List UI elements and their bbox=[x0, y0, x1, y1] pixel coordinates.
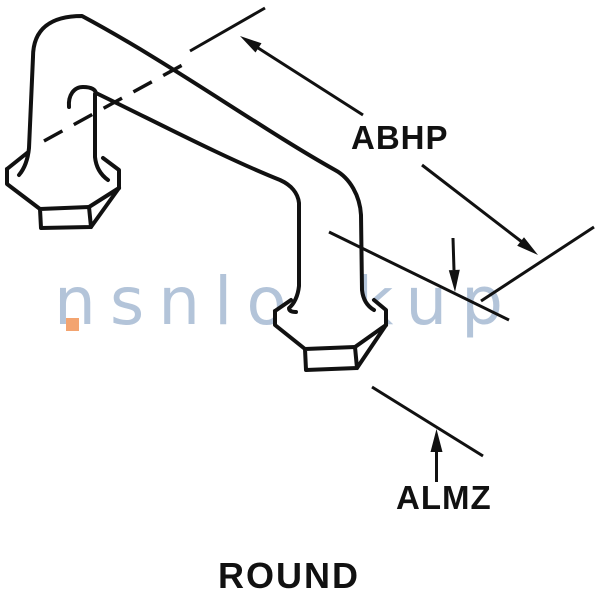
hex-right-nw-edge bbox=[273, 298, 293, 313]
hex-right-right-facet-top bbox=[353, 323, 388, 349]
hidden-edge-dashed-line bbox=[43, 61, 187, 143]
abhp-dimension-line-upper bbox=[254, 44, 364, 117]
almz-extension-line-upper bbox=[328, 230, 510, 322]
almz-down-arrowhead-icon bbox=[448, 269, 460, 292]
hex-base-left bbox=[5, 151, 121, 230]
hex-left-right-facet-top bbox=[87, 186, 121, 209]
occlusion-fills bbox=[7, 16, 386, 370]
handle-outline bbox=[17, 14, 376, 314]
abhp-dimension-line-lower bbox=[421, 163, 523, 244]
handle-outer-silhouette bbox=[17, 14, 376, 312]
hex-base-right bbox=[273, 298, 388, 372]
dimension-almz bbox=[328, 230, 510, 482]
hex-left-left-edge bbox=[5, 167, 42, 211]
hex-right-ne-edge bbox=[372, 298, 388, 327]
handle-inner-silhouette bbox=[94, 91, 301, 314]
hex-right-right-facet-bottom bbox=[355, 323, 388, 370]
dimension-label-almz: ALMZ bbox=[396, 479, 492, 516]
figure-caption: ROUND bbox=[218, 555, 360, 596]
handle-inner-corner-arc bbox=[66, 85, 98, 109]
hex-base-right-fill bbox=[275, 300, 386, 370]
almz-down-arrow-shaft bbox=[451, 237, 456, 271]
abhp-arrowhead-lower-icon bbox=[517, 237, 538, 255]
dimension-abhp bbox=[189, 6, 595, 303]
almz-up-arrowhead-icon bbox=[430, 429, 443, 452]
hex-right-left-edge bbox=[273, 309, 307, 351]
hex-left-nw-edge bbox=[5, 151, 29, 171]
dimension-label-abhp: ABHP bbox=[351, 119, 449, 156]
hex-left-right-facet-bottom bbox=[89, 186, 121, 229]
watermark-dot-icon bbox=[66, 318, 79, 331]
hex-left-ne-edge bbox=[101, 156, 121, 190]
abhp-extension-line-upper bbox=[189, 6, 266, 53]
left-leg-inner-edge bbox=[93, 92, 110, 182]
abhp-arrowhead-upper-icon bbox=[240, 36, 262, 53]
almz-extension-line-lower bbox=[371, 385, 484, 458]
abhp-extension-line-lower bbox=[480, 225, 595, 303]
handle-fill bbox=[19, 16, 375, 311]
